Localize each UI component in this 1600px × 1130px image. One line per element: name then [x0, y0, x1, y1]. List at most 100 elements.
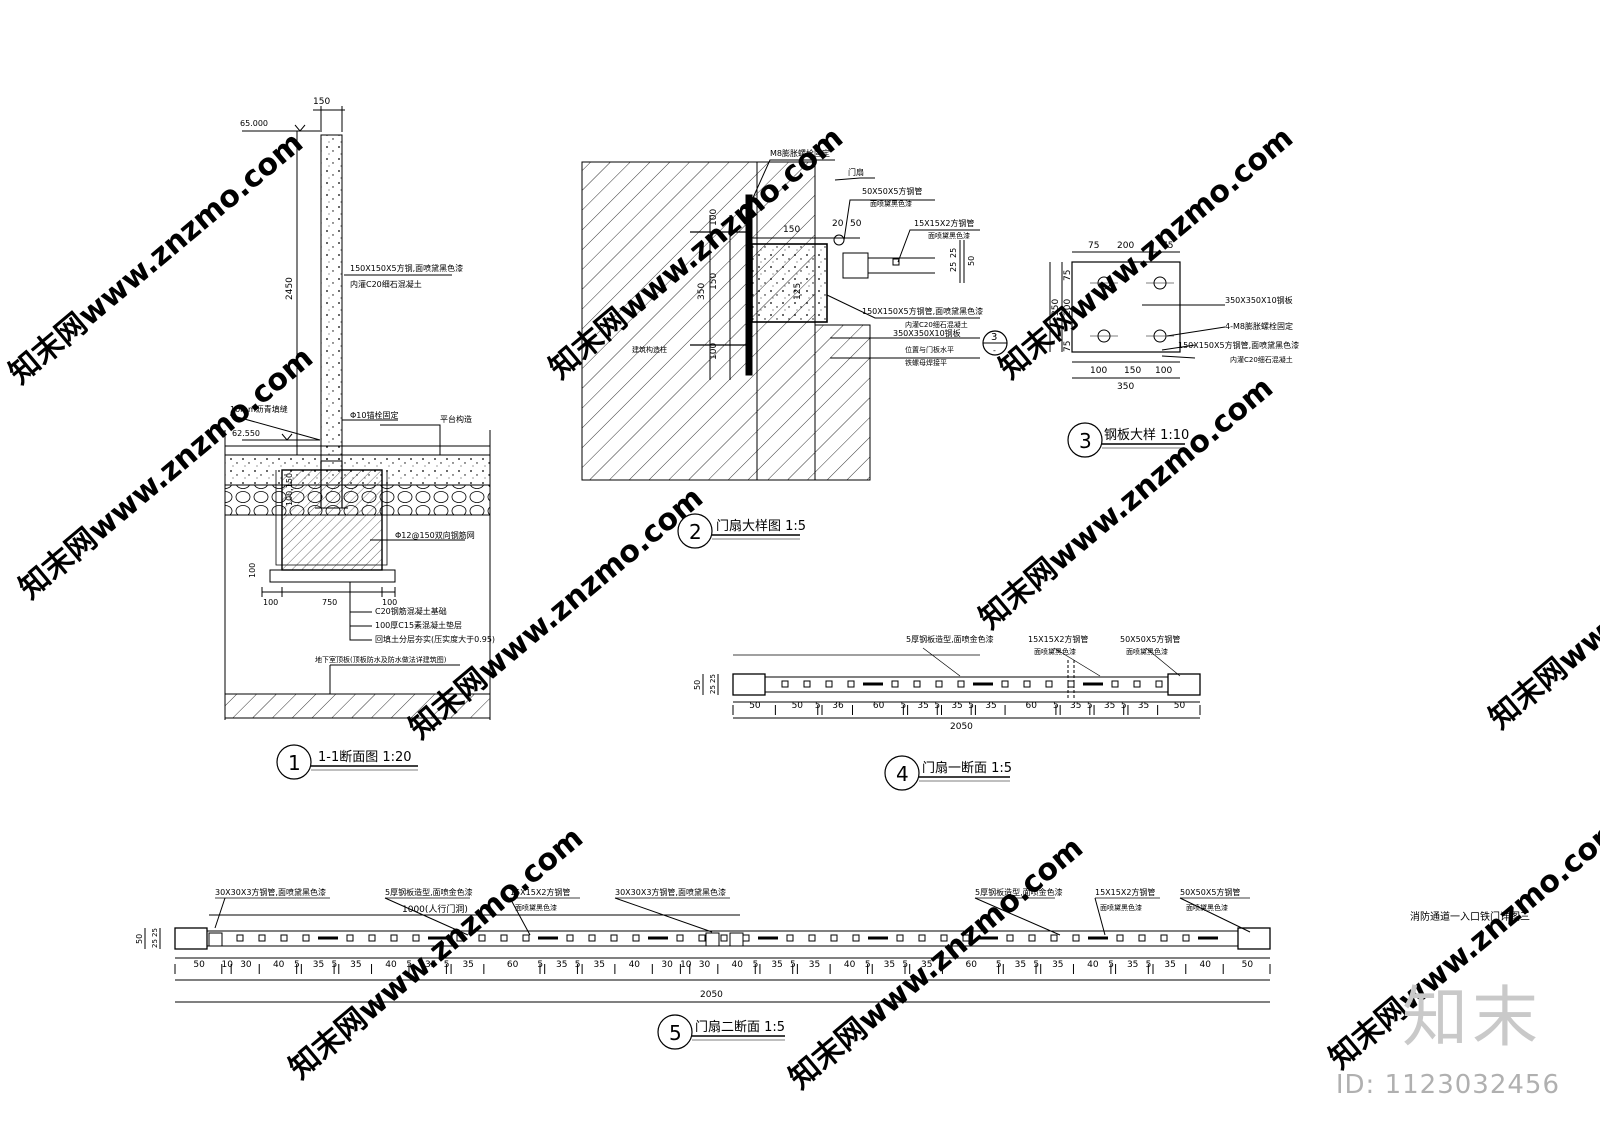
- detail-2-section: [581, 159, 1008, 481]
- dim-value: 5: [1033, 960, 1039, 970]
- detail-1-text: 150 65.000 62.550 2450 150X150X5方钢,面喷黛黑色…: [230, 97, 495, 664]
- label-platform: 平台构造: [440, 414, 472, 424]
- dim-value: 35: [1104, 701, 1115, 711]
- side-total: 50: [693, 680, 702, 690]
- tube-mark: [566, 934, 574, 942]
- label-basement: 地下室顶板(顶板防水及防水做法详建筑图): [315, 655, 447, 664]
- tube-mark: [346, 934, 354, 942]
- label-tube50-paint: 面喷黛黑色漆: [870, 199, 912, 208]
- side-b: 25: [151, 939, 159, 948]
- tube-mark: [1111, 680, 1119, 688]
- tube-mark: [302, 934, 310, 942]
- dim-value: 5: [900, 701, 906, 711]
- label-bolt: M8膨胀螺栓固定: [770, 148, 830, 158]
- total-length: 2050: [950, 722, 973, 732]
- watermark: 知末网www.znzmo.com: [1483, 470, 1600, 736]
- plate-mark: [1083, 682, 1103, 686]
- detail-4-section: [702, 660, 1201, 719]
- dim-c: 50: [850, 219, 862, 229]
- label-plate-left: 5厚钢板造型,面喷金色漆: [385, 887, 473, 897]
- dim-value: 50: [749, 701, 761, 711]
- plate-mark: [318, 936, 338, 940]
- dim-embed: 100,150: [285, 473, 294, 506]
- detail-1-title: 1-1断面图 1:20: [318, 750, 412, 765]
- label-align: 位置与门板水平: [905, 345, 954, 354]
- tube-mark: [786, 934, 794, 942]
- dim-value: 5: [865, 960, 871, 970]
- tube-mark: [1155, 680, 1163, 688]
- label-plate-right: 5厚钢板造型,面喷金色漆: [975, 887, 1063, 897]
- dim-value: 40: [273, 960, 285, 970]
- sheet-title: 消防通道一入口铁门详图三: [1410, 910, 1530, 923]
- tube-mark: [1001, 680, 1009, 688]
- label-door-span: 1000(人行门洞): [402, 903, 468, 915]
- tube-mark: [1028, 934, 1036, 942]
- dim-post-height: 2450: [285, 277, 295, 300]
- dim-value: 50: [1174, 701, 1186, 711]
- dim-value: 5: [1121, 701, 1127, 711]
- tube-mark: [1067, 680, 1075, 688]
- detail-5-text: 30X30X3方钢管,面喷黛黑色漆 5厚钢板造型,面喷金色漆 15X15X2方钢…: [135, 887, 1240, 1000]
- dim-value: 40: [732, 960, 744, 970]
- detail-4-title: 门扇一断面 1:5: [922, 760, 1012, 776]
- tube-mark: [825, 680, 833, 688]
- plate-mark: [978, 936, 998, 940]
- label-weld: 铁螺母焊接平: [905, 358, 947, 367]
- ref-sheet: -: [993, 346, 996, 355]
- dim-value: 60: [966, 960, 978, 970]
- tube-mark: [1138, 934, 1146, 942]
- plate-mark: [428, 936, 448, 940]
- label-bolts: 4-M8膨胀螺栓固定: [1225, 321, 1293, 331]
- tube-mark: [390, 934, 398, 942]
- tube-mark: [1072, 934, 1080, 942]
- detail-4-title: 4 门扇一断面 1:5: [884, 755, 1012, 791]
- tube-mark: [720, 934, 728, 942]
- tube-mark: [412, 934, 420, 942]
- dim-value: 35: [1015, 960, 1026, 970]
- label-tube50: 50X50X5方钢管: [862, 186, 922, 196]
- dim-value: 50: [792, 701, 804, 711]
- tube-mark: [852, 934, 860, 942]
- dim-top-3: 75: [1162, 241, 1173, 251]
- detail-1-title-block: 1 1-1断面图 1:20: [276, 744, 418, 780]
- dim-base-width: 750: [322, 598, 337, 607]
- plate-mark: [863, 682, 883, 686]
- dim-value: 35: [425, 960, 436, 970]
- dim-value: 5: [790, 960, 796, 970]
- dim-f: 150: [709, 273, 719, 290]
- label-post: 150X150X5方钢管,面喷黛黑色漆: [862, 306, 983, 316]
- dim-value: 60: [507, 960, 519, 970]
- watermark: 知末网www.znzmo.com: [973, 370, 1280, 636]
- detail-2-text: M8膨胀螺栓固定 门扇 50X50X5方钢管 面喷黛黑色漆 15X15X2方钢管…: [632, 148, 997, 367]
- dim-value: 5: [815, 701, 821, 711]
- dim-value: 30: [240, 960, 252, 970]
- dim-value: 5: [1108, 960, 1114, 970]
- plate-mark: [648, 936, 668, 940]
- dim-value: 35: [462, 960, 473, 970]
- detail-3-number: 3: [1079, 429, 1092, 453]
- detail-3-title-block: 3 钢板大样 1:10: [1067, 422, 1189, 458]
- tube-mark: [588, 934, 596, 942]
- dim-i: 25: [949, 248, 958, 258]
- label-footing: C20钢筋混凝土基础: [375, 606, 447, 616]
- label-tube15-paint: 面喷黛黑色漆: [928, 231, 970, 240]
- detail-4-title-block: [733, 647, 1181, 677]
- label-tube15: 15X15X2方钢管: [914, 218, 974, 228]
- plate-mark: [538, 936, 558, 940]
- dim-value: 35: [1127, 960, 1138, 970]
- tube-mark: [847, 680, 855, 688]
- label-tube15-paint: 面喷黛黑色漆: [1034, 647, 1076, 656]
- label-tube15: 15X15X2方钢管: [1028, 634, 1088, 644]
- dim-value: 5: [537, 960, 543, 970]
- tube-mark: [522, 934, 530, 942]
- dim-value: 35: [313, 960, 324, 970]
- dim-value: 5: [753, 960, 759, 970]
- dim-j: 25: [949, 262, 958, 272]
- dim-value: 5: [996, 960, 1002, 970]
- dim-value: 50: [1242, 960, 1254, 970]
- detail-3-title: 钢板大样 1:10: [1104, 428, 1189, 443]
- dim-a: 150: [783, 225, 800, 235]
- tube-mark: [896, 934, 904, 942]
- tube-mark: [632, 934, 640, 942]
